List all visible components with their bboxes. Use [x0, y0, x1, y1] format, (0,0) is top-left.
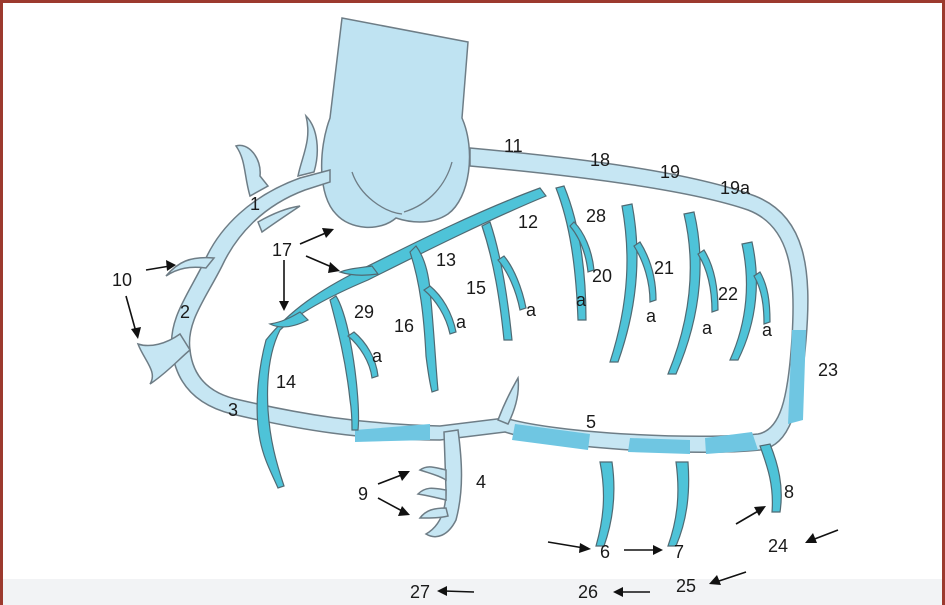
label-11: 11: [504, 136, 523, 156]
label-22: 22: [718, 284, 738, 304]
vein-20a: [634, 242, 656, 302]
branch-4: [426, 430, 462, 537]
vein-7: [668, 462, 689, 546]
label-27: 27: [410, 582, 430, 602]
branch-17: [270, 312, 308, 327]
label-25: 25: [676, 576, 696, 596]
sprout-9: [420, 467, 446, 480]
arrow-17-a: [300, 228, 334, 244]
label-29: 29: [354, 302, 374, 322]
heart-shape: [322, 18, 470, 227]
vein-6: [596, 462, 614, 546]
arrow-17-b: [306, 256, 340, 273]
sprout-9: [420, 508, 448, 518]
inner-trunk: [257, 188, 546, 488]
vein-20: [610, 204, 637, 362]
label-5: 5: [586, 412, 596, 432]
arrow-24: [805, 530, 838, 543]
label-14: 14: [276, 372, 296, 392]
vein-21: [668, 212, 700, 374]
label-8: 8: [784, 482, 794, 502]
arrow-17-c: [279, 260, 289, 311]
label-a: a: [762, 320, 773, 340]
label-19: 19: [660, 162, 680, 182]
arrow-10-lower: [126, 296, 141, 339]
label-17: 17: [272, 240, 292, 260]
arrow-25: [709, 572, 746, 585]
label-24: 24: [768, 536, 788, 556]
label-a: a: [646, 306, 657, 326]
sprout-9: [418, 488, 446, 500]
vessel-band: [628, 438, 690, 454]
label-13: 13: [436, 250, 456, 270]
branch-15: [482, 222, 512, 340]
label-21: 21: [654, 258, 674, 278]
label-18: 18: [590, 150, 610, 170]
label-a: a: [456, 312, 467, 332]
vessel-band: [788, 330, 806, 424]
label-a: a: [576, 290, 587, 310]
label-28: 28: [586, 206, 606, 226]
arrow-6: [548, 542, 591, 553]
label-4: 4: [476, 472, 486, 492]
vein-8: [760, 444, 781, 512]
label-3: 3: [228, 400, 238, 420]
label-1: 1: [250, 194, 260, 214]
vein-21a: [698, 250, 718, 312]
branch-up-small: [498, 378, 518, 424]
branch-17: [340, 266, 378, 275]
label-15: 15: [466, 278, 486, 298]
label-12: 12: [518, 212, 538, 232]
label-23: 23: [818, 360, 838, 380]
label-9: 9: [358, 484, 368, 504]
label-7: 7: [674, 542, 684, 562]
label-a: a: [372, 346, 383, 366]
branch-upper: [298, 116, 317, 176]
label-a: a: [702, 318, 713, 338]
label-10: 10: [112, 270, 132, 290]
label-6: 6: [600, 542, 610, 562]
arrow-9-b: [378, 498, 410, 516]
arrow-9-a: [378, 471, 410, 484]
branch-16: [410, 246, 438, 392]
vein-22a: [754, 272, 770, 324]
arrow-26: [613, 587, 650, 597]
label-a: a: [526, 300, 537, 320]
arrow-8: [736, 506, 766, 524]
branch-upper: [236, 145, 268, 196]
label-26: 26: [578, 582, 598, 602]
label-16: 16: [394, 316, 414, 336]
arrow-7: [624, 545, 663, 555]
label-19a: 19a: [720, 178, 751, 198]
label-20: 20: [592, 266, 612, 286]
arrow-27: [437, 586, 474, 596]
label-2: 2: [180, 302, 190, 322]
